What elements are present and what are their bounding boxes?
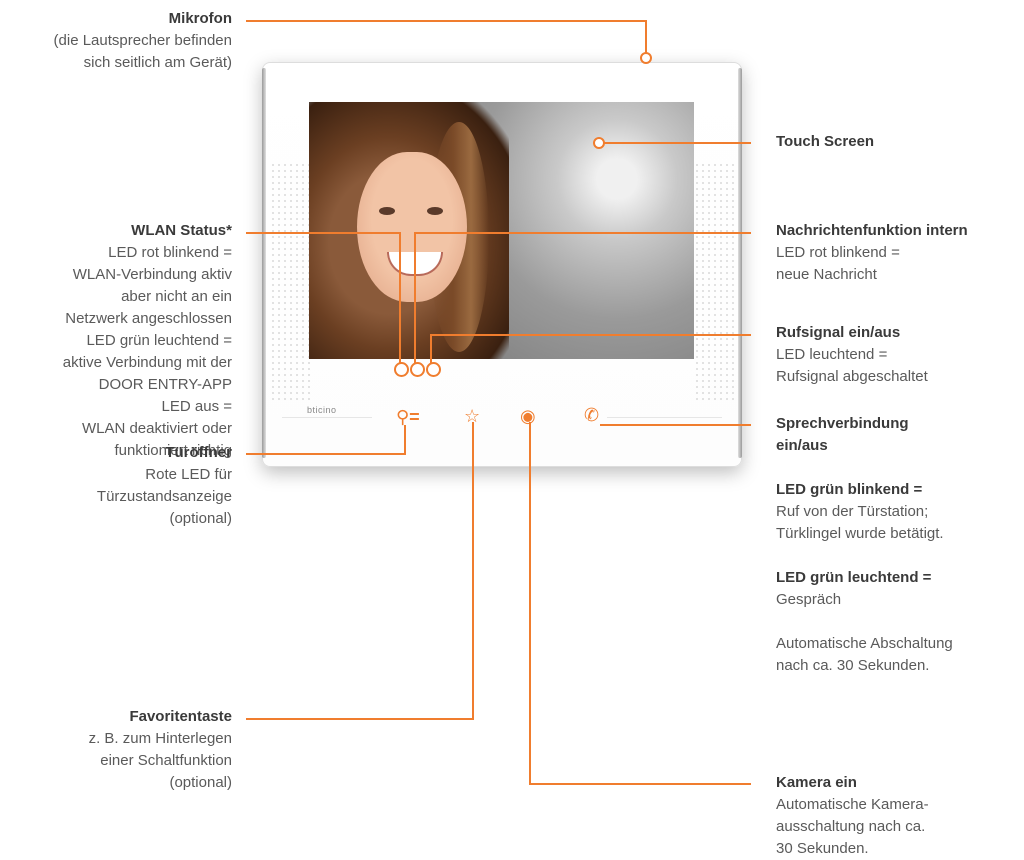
- favoriten-leader-h: [246, 718, 474, 720]
- rufsignal-label: Rufsignal ein/aus LED leuchtend = Rufsig…: [776, 322, 1016, 388]
- wlan-line: funktioniert richtig: [114, 442, 232, 459]
- wlan-leader-v: [399, 232, 401, 364]
- sprech-title: Sprechverbindung: [776, 415, 909, 432]
- panel-line-right: [607, 417, 722, 418]
- sprech-leader: [600, 424, 751, 426]
- rufsignal-leader-h: [431, 334, 751, 336]
- kamera-title: Kamera ein: [776, 774, 857, 791]
- sprech-label: Sprechverbindung ein/aus LED grün blinke…: [776, 413, 1021, 677]
- wlan-title: WLAN Status*: [131, 222, 232, 239]
- wlan-line: LED grün leuchtend =: [86, 332, 232, 349]
- wlan-leader-h: [246, 232, 400, 234]
- wlan-line: DOOR ENTRY-APP: [98, 376, 232, 393]
- tueroeffner-title: Türöffner: [165, 444, 232, 461]
- mikrofon-pointer: [640, 52, 652, 64]
- kamera-leader-v: [529, 422, 531, 785]
- rufsignal-title: Rufsignal ein/aus: [776, 324, 901, 341]
- favoriten-line: einer Schaltfunktion: [100, 752, 232, 769]
- nachrichten-line: LED rot blinkend =: [776, 244, 900, 261]
- touch-pointer: [593, 137, 605, 149]
- tueroeffner-line: Rote LED für: [145, 466, 232, 483]
- wlan-label: WLAN Status* LED rot blinkend = WLAN-Ver…: [0, 220, 232, 462]
- handset-icon[interactable]: ✆: [584, 405, 600, 425]
- wlan-line: aber nicht an ein: [121, 288, 232, 305]
- tuer-leader-h: [246, 453, 406, 455]
- nachrichten-leader-v: [414, 232, 416, 364]
- kamera-line: ausschaltung nach ca.: [776, 818, 926, 835]
- kamera-leader-h: [530, 783, 751, 785]
- touch-label: Touch Screen: [776, 131, 1016, 153]
- nachrichten-title: Nachrichtenfunktion intern: [776, 222, 968, 239]
- mikrofon-leader-v: [645, 20, 647, 54]
- wlan-line: LED rot blinkend =: [108, 244, 232, 261]
- tuer-leader-v: [404, 425, 406, 455]
- tueroeffner-line: (optional): [169, 510, 232, 527]
- door-key-icon[interactable]: ⚲=: [396, 407, 420, 427]
- nachrichten-line: neue Nachricht: [776, 266, 877, 283]
- rufsignal-line: LED leuchtend =: [776, 346, 888, 363]
- photo-eye-right: [427, 207, 443, 215]
- kamera-label: Kamera ein Automatische Kamera- ausschal…: [776, 772, 1016, 860]
- wlan-line: WLAN deaktiviert oder: [81, 420, 232, 437]
- sprech-leucht-title: LED grün leuchtend =: [776, 569, 932, 586]
- ringtone-led-icon: [426, 362, 441, 377]
- intercom-device: bticino ⚲= ☆ ◉ ✆: [262, 62, 742, 467]
- device-right-edge: [738, 68, 742, 458]
- touch-title: Touch Screen: [776, 133, 875, 150]
- speaker-grille-right: [694, 162, 734, 402]
- wlan-line: aktive Verbindung mit der: [62, 354, 232, 371]
- message-led-icon: [410, 362, 425, 377]
- nachrichten-label: Nachrichtenfunktion intern LED rot blink…: [776, 220, 1016, 286]
- camera-eye-icon[interactable]: ◉: [520, 406, 536, 426]
- photo-face: [357, 152, 467, 302]
- mikrofon-line: (die Lautsprecher befinden: [53, 32, 232, 49]
- sprech-blink-line: Ruf von der Türstation;: [776, 503, 929, 520]
- rufsignal-leader-v: [430, 334, 432, 364]
- device-left-edge: [262, 68, 266, 458]
- sprech-blink-title: LED grün blinkend =: [776, 481, 923, 498]
- mikrofon-leader-h: [246, 20, 646, 22]
- favoriten-title: Favoritentaste: [129, 708, 232, 725]
- sprech-auto-line: nach ca. 30 Sekunden.: [776, 657, 930, 674]
- tueroeffner-label: Türöffner Rote LED für Türzustandsanzeig…: [0, 442, 232, 530]
- sprech-title: ein/aus: [776, 437, 828, 454]
- mikrofon-line: sich seitlich am Gerät): [83, 54, 232, 71]
- sprech-auto-line: Automatische Abschaltung: [776, 635, 953, 652]
- photo-eye-left: [379, 207, 395, 215]
- sprech-blink-line: Türklingel wurde betätigt.: [776, 525, 944, 542]
- sprech-leucht-line: Gespräch: [776, 591, 842, 608]
- favoriten-line: (optional): [169, 774, 232, 791]
- mikrofon-label: Mikrofon (die Lautsprecher befinden sich…: [0, 8, 232, 74]
- favoriten-leader-v: [472, 422, 474, 720]
- nachrichten-leader-h: [415, 232, 751, 234]
- touch-screen[interactable]: [309, 102, 694, 359]
- wlan-line: WLAN-Verbindung aktiv: [72, 266, 232, 283]
- favoriten-line: z. B. zum Hinterlegen: [88, 730, 232, 747]
- rufsignal-line: Rufsignal abgeschaltet: [776, 368, 928, 385]
- wlan-status-led-icon: [394, 362, 409, 377]
- wlan-line: LED aus =: [161, 398, 232, 415]
- kamera-line: Automatische Kamera-: [776, 796, 929, 813]
- tueroeffner-line: Türzustandsanzeige: [96, 488, 232, 505]
- mikrofon-title: Mikrofon: [168, 10, 232, 27]
- panel-line-left: [282, 417, 372, 418]
- kamera-line: 30 Sekunden.: [776, 840, 869, 857]
- brand-logo: bticino: [307, 405, 337, 415]
- speaker-grille-left: [270, 162, 310, 402]
- favoriten-label: Favoritentaste z. B. zum Hinterlegen ein…: [0, 706, 232, 794]
- favorite-star-icon[interactable]: ☆: [464, 406, 481, 426]
- touch-leader: [603, 142, 751, 144]
- wlan-line: Netzwerk angeschlossen: [65, 310, 232, 327]
